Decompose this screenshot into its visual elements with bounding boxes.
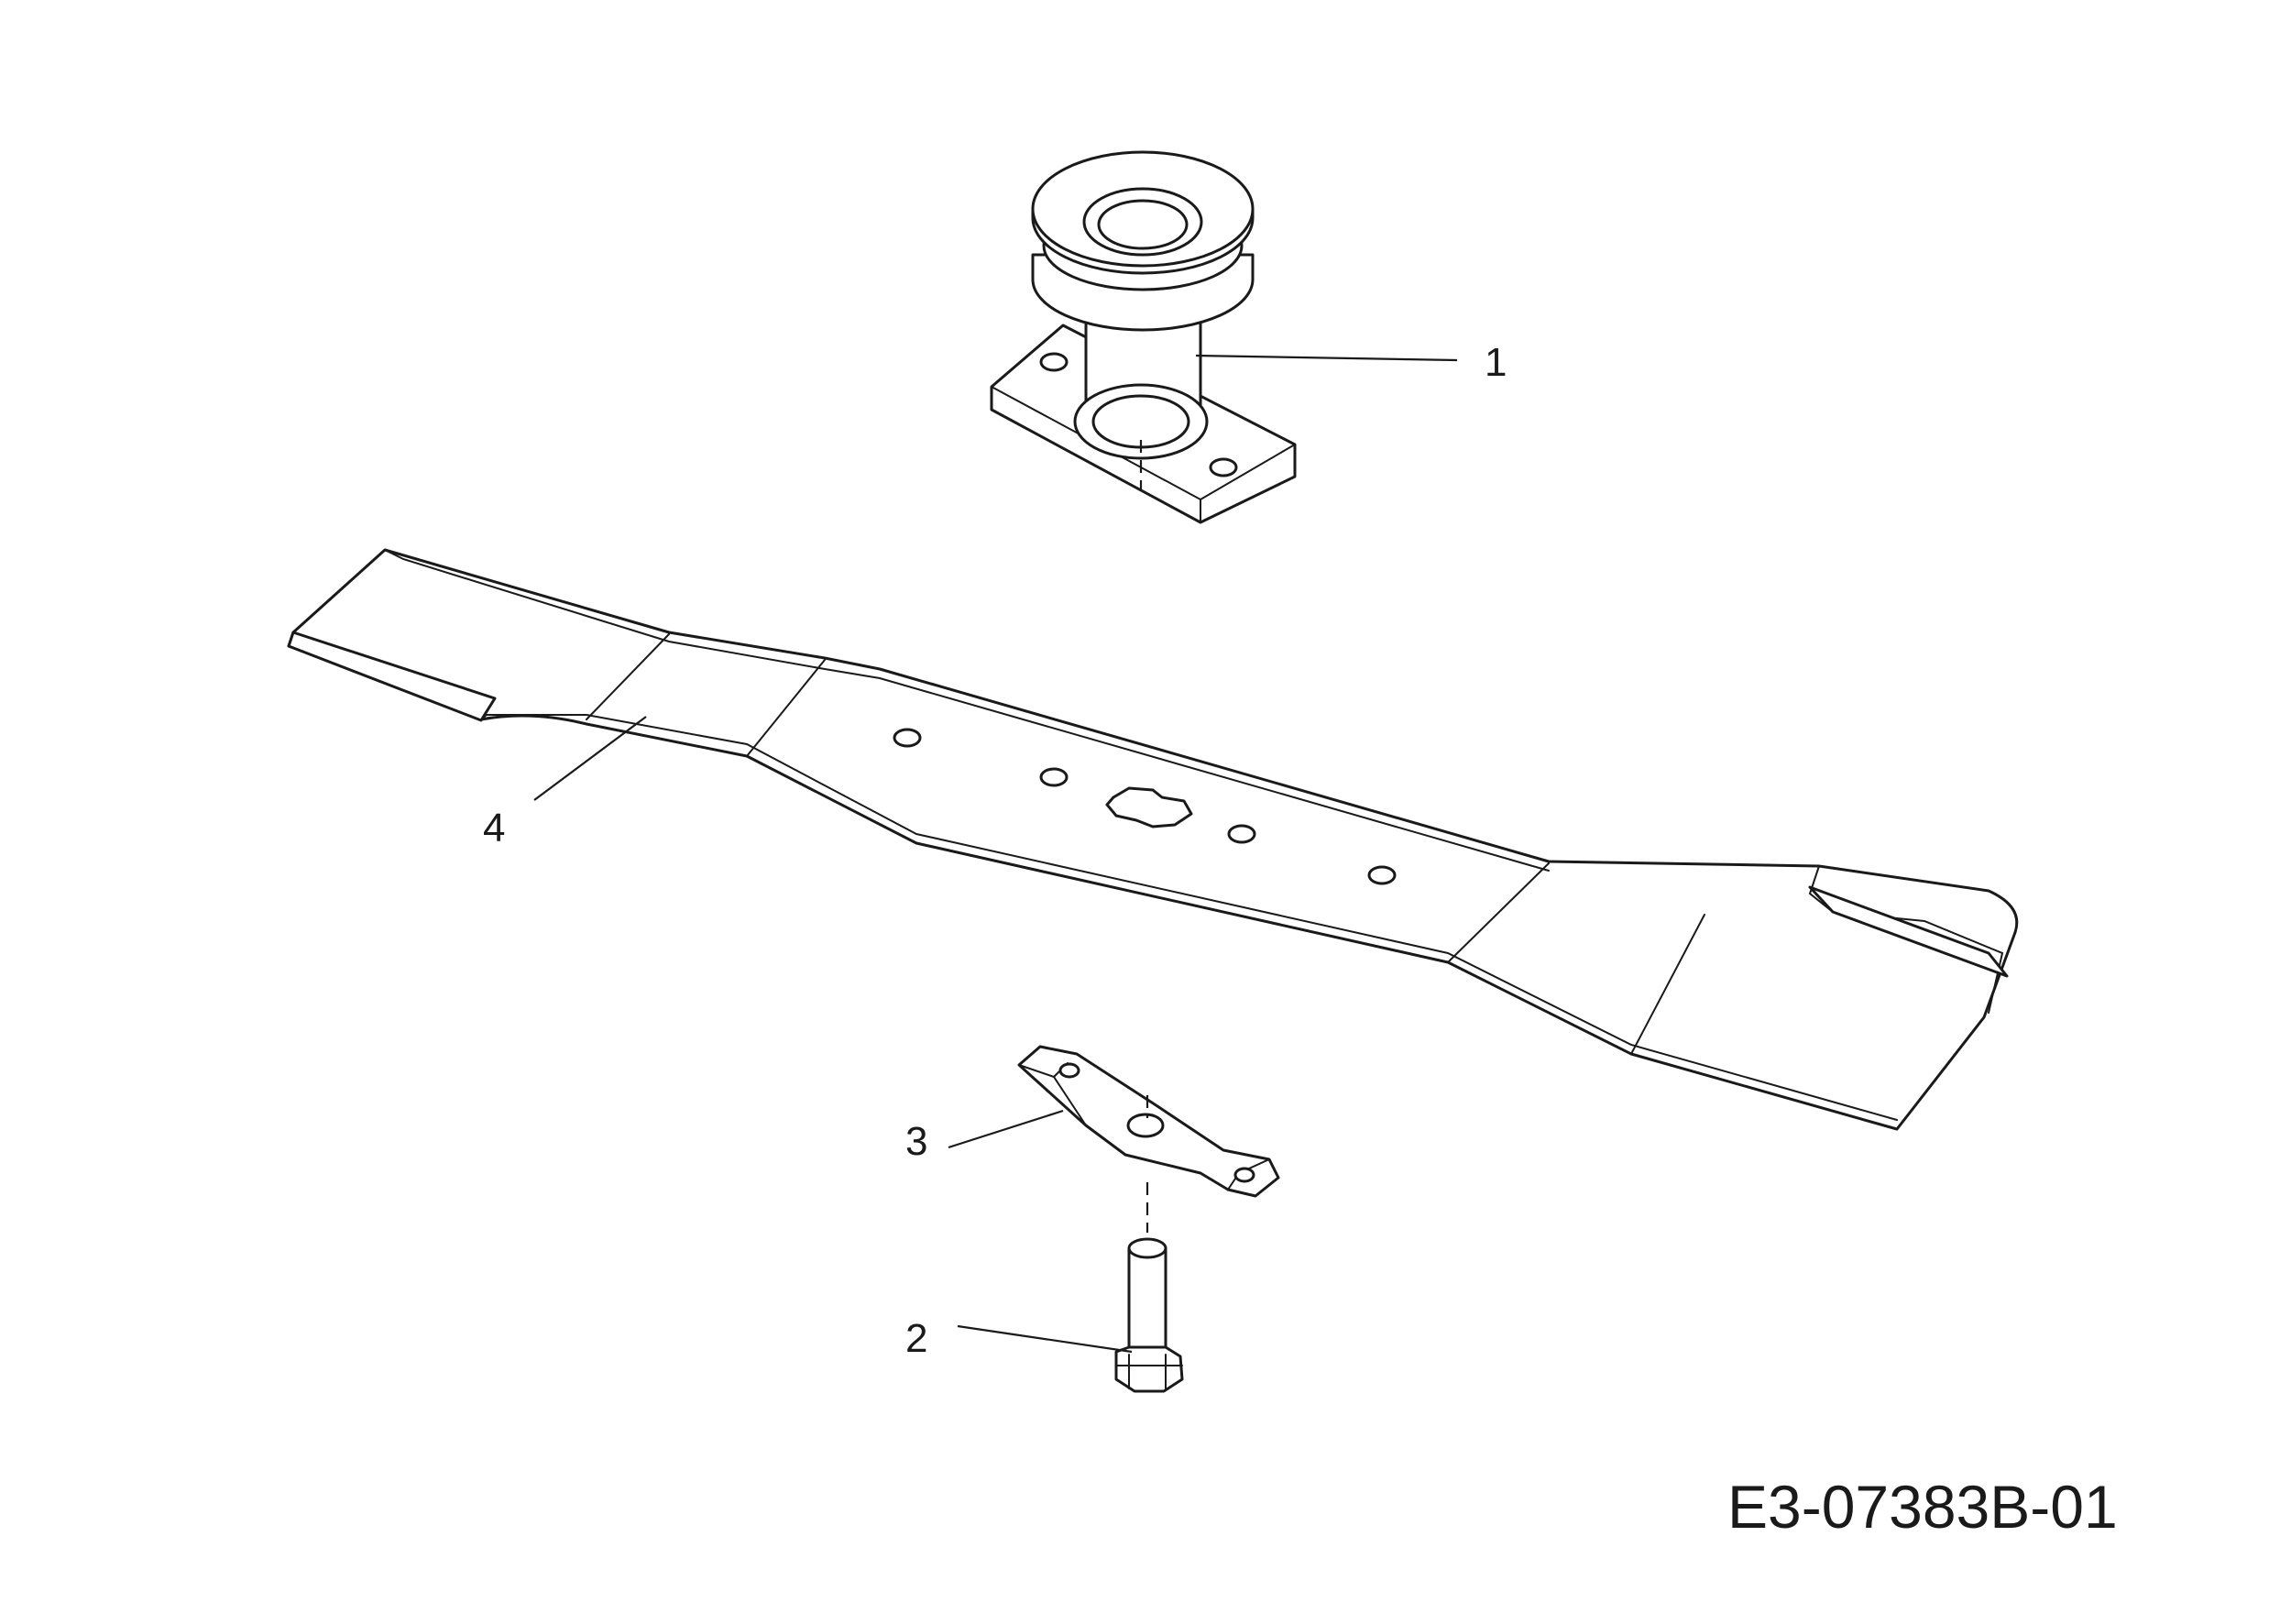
- callout-3: 3: [905, 1119, 927, 1164]
- leader-line-3: [948, 1109, 1064, 1149]
- blade-adapter: [948, 1045, 1280, 1233]
- spindle-assembly: [990, 150, 1458, 524]
- blade-body: [287, 548, 2019, 1131]
- adapter-center-hole: [1126, 1113, 1165, 1138]
- plate-hole-right: [1209, 457, 1238, 477]
- adapter-lug-right: [1233, 1167, 1255, 1183]
- callout-1: 1: [1485, 340, 1507, 385]
- blade-hole-1: [893, 728, 922, 748]
- blade-left-wing: [287, 631, 497, 722]
- bolt-head: [1114, 1345, 1184, 1393]
- blade-hole-3: [1227, 824, 1256, 844]
- blade-right-wing: [1808, 885, 2009, 978]
- plate-hole-left: [1039, 352, 1069, 372]
- blade-center-hole: [1105, 786, 1193, 828]
- blade-bolt: [957, 1237, 1184, 1393]
- bolt-shank: [1127, 1246, 1167, 1360]
- blade-hole-2: [1039, 767, 1069, 787]
- leader-line-1: [1195, 354, 1458, 362]
- mower-blade: [287, 548, 2019, 1131]
- leader-line-4: [533, 716, 647, 801]
- blade-hole-4: [1367, 865, 1397, 885]
- drawing-code: E3-07383B-01: [1727, 1473, 2118, 1541]
- adapter-lug-left: [1058, 1062, 1080, 1079]
- callout-4: 4: [483, 806, 505, 850]
- callout-2: 2: [905, 1316, 927, 1361]
- leader-line-2: [957, 1324, 1133, 1354]
